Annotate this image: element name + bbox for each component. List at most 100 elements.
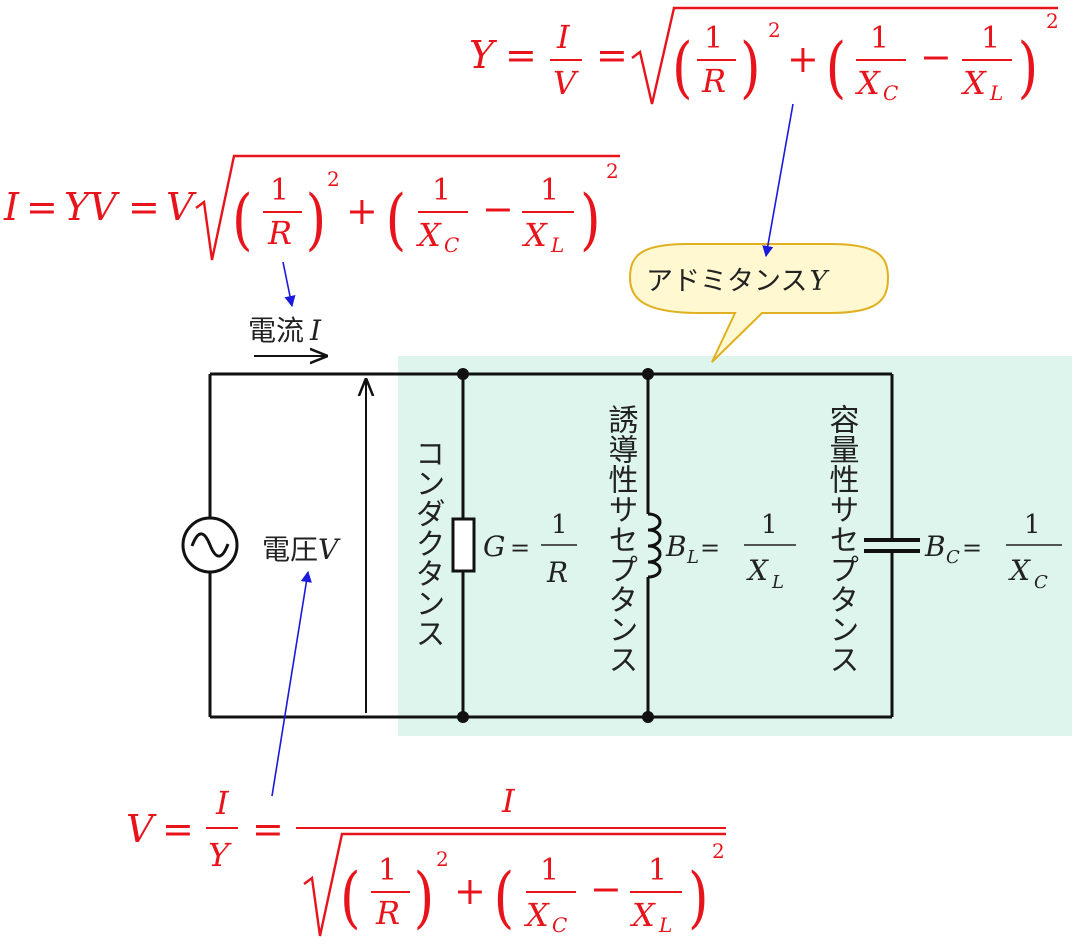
capacitive-susceptance-value: B C = 1 X C (924, 510, 1062, 593)
svg-text:I: I (501, 782, 516, 820)
svg-text:Y: Y (469, 33, 498, 77)
svg-text:1: 1 (648, 853, 667, 888)
svg-text:R: R (701, 62, 726, 100)
svg-text:X: X (960, 64, 987, 102)
svg-text:2: 2 (712, 839, 725, 863)
formula-admittance: Y = I V = ( 1 R ) 2 + ( 1 X C − 1 X L ) … (469, 6, 1059, 107)
svg-text:1: 1 (870, 21, 889, 56)
admittance-callout: アドミタンスY (628, 243, 890, 363)
svg-text:C: C (444, 233, 459, 257)
svg-text:−: − (920, 35, 952, 79)
svg-text:C: C (883, 81, 898, 105)
svg-text:2: 2 (327, 167, 340, 191)
junction-dots (457, 368, 654, 723)
svg-text:=: = (128, 185, 160, 229)
svg-text:): ) (740, 30, 761, 106)
conductance-label: コンダクタンス (410, 438, 445, 648)
inductor-icon (647, 512, 662, 579)
formula-voltage: V = I Y = I ( 1 R ) 2 + ( 1 X C − 1 X L … (126, 782, 726, 937)
svg-text:アドミタンスY: アドミタンスY (646, 266, 829, 297)
svg-text:1: 1 (432, 173, 451, 208)
svg-text:2: 2 (1046, 9, 1059, 33)
svg-text:+: + (787, 37, 819, 81)
svg-text:): ) (1018, 30, 1039, 106)
svg-text:=: = (162, 807, 194, 851)
svg-text:2: 2 (606, 159, 619, 183)
inductive-susceptance-value: B L = 1 X L (665, 510, 796, 593)
svg-text:(: ( (232, 182, 253, 258)
svg-text:YV: YV (64, 185, 120, 229)
svg-text:): ) (580, 182, 601, 258)
svg-text:1: 1 (981, 21, 1000, 56)
svg-text:V: V (166, 185, 197, 229)
svg-text:I: I (556, 18, 571, 56)
svg-text:−: − (482, 187, 514, 231)
pointer-arrows (271, 103, 794, 797)
resistor-icon (451, 517, 476, 573)
svg-text:X: X (1008, 554, 1031, 587)
capacitor-icon (864, 538, 920, 553)
svg-text:(: ( (494, 860, 515, 936)
svg-text:L: L (658, 913, 672, 937)
ac-source-icon (181, 516, 239, 574)
svg-text:G: G (483, 530, 505, 563)
inductive-susceptance-label: 誘導性サセプタンス (603, 404, 639, 674)
svg-text:1: 1 (270, 173, 289, 208)
svg-text:=: = (700, 534, 720, 562)
svg-text:=: = (962, 534, 982, 562)
svg-text:=: = (510, 534, 530, 562)
svg-text:X: X (854, 64, 881, 102)
svg-text:L: L (686, 547, 699, 568)
svg-text:): ) (688, 860, 709, 936)
svg-text:1: 1 (704, 21, 723, 56)
svg-text:I: I (215, 784, 230, 822)
svg-text:): ) (306, 182, 327, 258)
svg-text:R: R (267, 214, 292, 252)
svg-text:1: 1 (761, 510, 778, 540)
svg-text:C: C (946, 547, 960, 568)
svg-text:+: + (346, 189, 378, 233)
svg-text:L: L (550, 233, 564, 257)
svg-text:2: 2 (768, 18, 781, 42)
svg-text:C: C (552, 913, 567, 937)
svg-text:X: X (415, 216, 442, 254)
svg-text:X: X (521, 216, 548, 254)
svg-text:2: 2 (436, 847, 449, 871)
svg-text:−: − (590, 867, 622, 911)
svg-text:B: B (924, 530, 946, 563)
svg-text:1: 1 (551, 510, 568, 540)
svg-text:1: 1 (378, 853, 397, 888)
svg-text:B: B (665, 530, 687, 563)
circuit-wires (208, 372, 894, 719)
svg-text:I: I (3, 185, 20, 229)
voltage-label: 電圧V (262, 533, 341, 566)
svg-text:): ) (414, 860, 435, 936)
formula-current: I = YV = V ( 1 R ) 2 + ( 1 X C − 1 X L )… (3, 154, 620, 261)
svg-text:=: = (26, 185, 58, 229)
svg-text:L: L (989, 81, 1003, 105)
svg-text:C: C (1034, 572, 1048, 593)
svg-text:=: = (596, 33, 628, 77)
admittance-region (398, 356, 1072, 736)
capacitive-susceptance-label: 容量性サセプタンス (824, 404, 860, 674)
svg-text:L: L (771, 572, 784, 593)
svg-text:(: ( (386, 182, 407, 258)
svg-text:V: V (126, 807, 157, 851)
svg-text:X: X (629, 896, 656, 934)
svg-text:(: ( (826, 30, 847, 106)
svg-text:R: R (375, 894, 400, 932)
svg-text:X: X (523, 896, 550, 934)
svg-text:Y: Y (208, 836, 232, 874)
svg-text:R: R (546, 556, 568, 589)
svg-text:(: ( (340, 860, 361, 936)
svg-text:1: 1 (1024, 510, 1041, 540)
svg-text:X: X (746, 554, 769, 587)
svg-text:=: = (505, 33, 537, 77)
svg-text:1: 1 (540, 853, 559, 888)
conductance-value: G = 1 R (483, 510, 577, 589)
svg-text:1: 1 (540, 173, 559, 208)
svg-text:V: V (553, 64, 579, 102)
svg-text:(: ( (672, 30, 693, 106)
